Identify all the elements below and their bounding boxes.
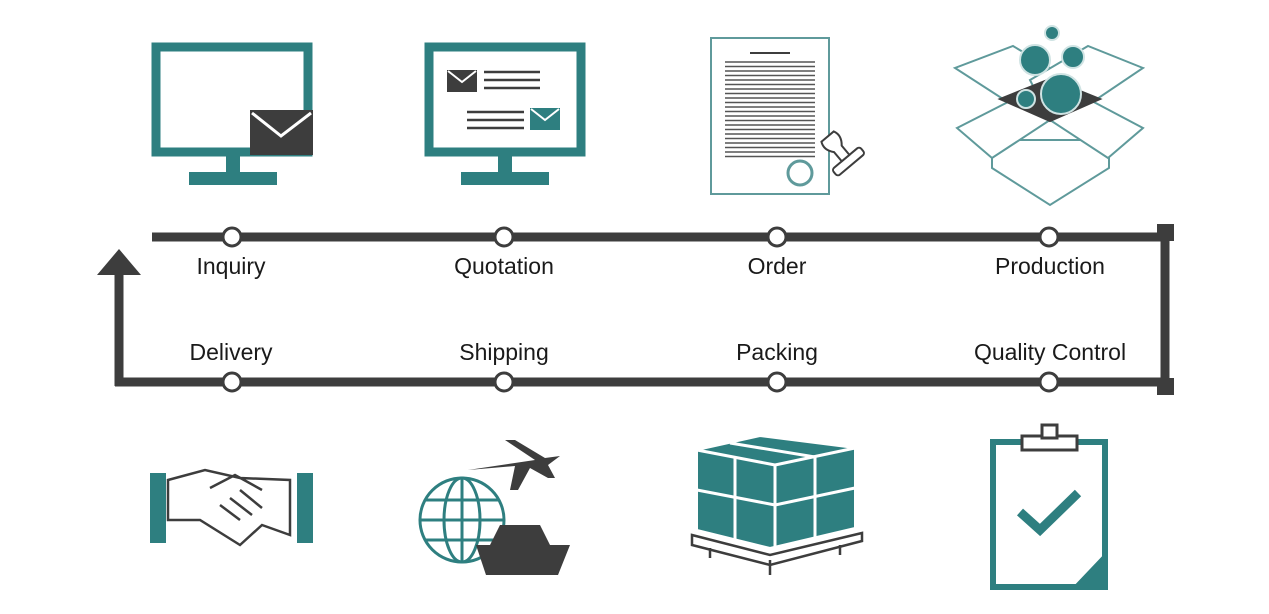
node-inquiry: [221, 226, 243, 248]
node-quality-control: [1038, 371, 1060, 393]
step-label-production: Production: [995, 253, 1105, 279]
step-label-inquiry: Inquiry: [196, 253, 266, 279]
arrow-up-icon: [97, 249, 141, 275]
step-label-order: Order: [748, 253, 807, 279]
flow-path: [114, 232, 1170, 387]
line-cap: [1157, 224, 1174, 241]
line-cap: [1157, 378, 1174, 395]
node-packing: [766, 371, 788, 393]
step-nodes: [221, 226, 1060, 393]
handshake-icon: [150, 468, 313, 547]
monitor-messages-icon: [424, 42, 586, 185]
monitor-mail-icon: [151, 42, 313, 185]
node-production: [1038, 226, 1060, 248]
open-box-icon: [952, 25, 1146, 207]
step-label-quality-control: Quality Control: [974, 339, 1126, 365]
globe-plane-ship-icon: [418, 440, 570, 575]
step-label-shipping: Shipping: [459, 339, 549, 365]
step-label-delivery: Delivery: [189, 339, 273, 365]
node-quotation: [493, 226, 515, 248]
clipboard-check-icon: [990, 423, 1108, 590]
contract-stamp-icon: [710, 37, 865, 195]
node-order: [766, 226, 788, 248]
node-shipping: [493, 371, 515, 393]
step-label-packing: Packing: [736, 339, 818, 365]
node-delivery: [221, 371, 243, 393]
step-label-quotation: Quotation: [454, 253, 554, 279]
pallet-boxes-icon: [690, 434, 864, 575]
